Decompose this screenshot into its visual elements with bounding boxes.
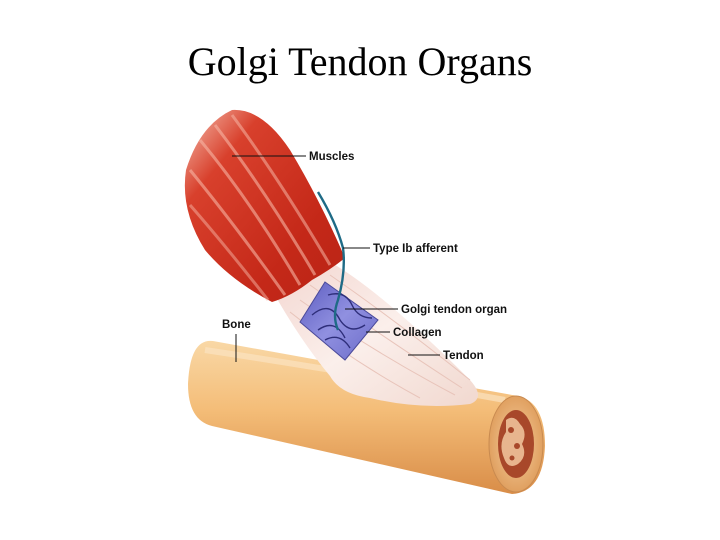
slide-title: Golgi Tendon Organs (187, 39, 533, 84)
label-tendon: Tendon (443, 350, 484, 362)
label-bone: Bone (222, 319, 251, 331)
label-muscles: Muscles (309, 151, 355, 163)
label-collagen: Collagen (393, 327, 442, 339)
label-type-ib-afferent: Type Ib afferent (373, 243, 458, 255)
bone-cross-section (488, 395, 544, 493)
type-ib-afferent-nerve (316, 191, 346, 331)
muscle (184, 109, 345, 302)
label-golgi-tendon-organ: Golgi tendon organ (401, 304, 508, 316)
golgi-tendon-organ (299, 281, 379, 361)
